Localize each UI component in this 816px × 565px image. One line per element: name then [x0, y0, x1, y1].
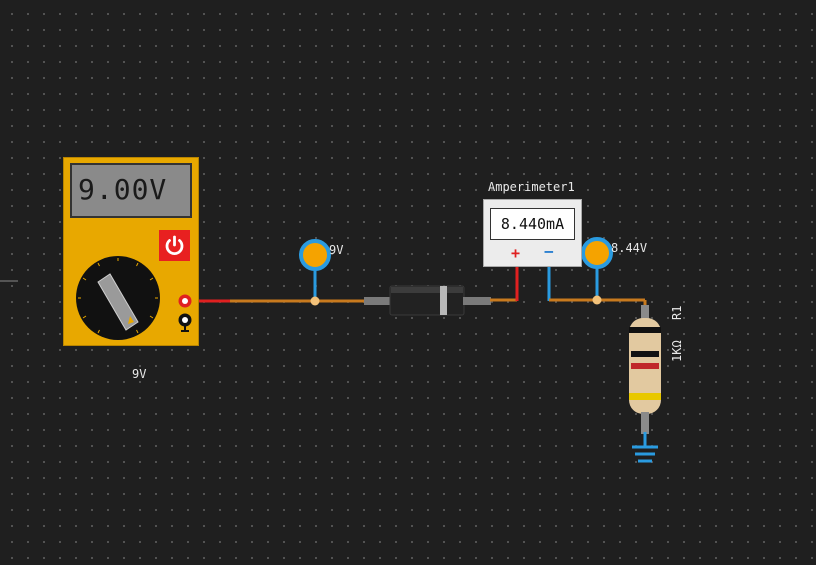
- ammeter-readout: 8.440mA: [500, 215, 565, 233]
- ammeter[interactable]: 8.440mA + −: [483, 199, 582, 267]
- ammeter-display: 8.440mA: [490, 208, 575, 240]
- resistor[interactable]: [629, 305, 661, 434]
- voltage-knob[interactable]: [76, 256, 160, 340]
- probe-head-844[interactable]: [581, 237, 613, 269]
- psu-label: 9V: [132, 367, 147, 381]
- probe-label-844: 8.44V: [611, 241, 648, 255]
- knob-icon: [78, 258, 158, 334]
- diode-cathode-band: [440, 286, 447, 315]
- resistor-value: 1KΩ: [670, 340, 684, 362]
- resistor-band: [629, 327, 661, 333]
- ground-symbol[interactable]: [632, 432, 658, 463]
- junction-dot[interactable]: [310, 296, 320, 306]
- minus-icon: −: [544, 242, 554, 261]
- resistor-band: [631, 351, 659, 357]
- ammeter-name: Amperimeter1: [488, 180, 575, 194]
- junction-dot[interactable]: [592, 295, 602, 305]
- resistor-band: [629, 393, 661, 400]
- dc-power-supply[interactable]: 9.00V: [63, 157, 199, 346]
- probe-head-9v[interactable]: [299, 239, 331, 271]
- psu-voltage-display: 9.00V: [70, 163, 192, 218]
- resistor-designator: R1: [670, 305, 684, 320]
- diode[interactable]: [364, 285, 491, 316]
- probe-label-9v: 9V: [329, 243, 344, 257]
- resistor-band: [631, 363, 659, 369]
- psu-voltage-readout: 9.00V: [78, 173, 168, 206]
- psu-terminals[interactable]: [176, 292, 196, 336]
- plus-icon: +: [511, 244, 521, 262]
- power-icon: [165, 235, 184, 255]
- power-button[interactable]: [159, 230, 190, 261]
